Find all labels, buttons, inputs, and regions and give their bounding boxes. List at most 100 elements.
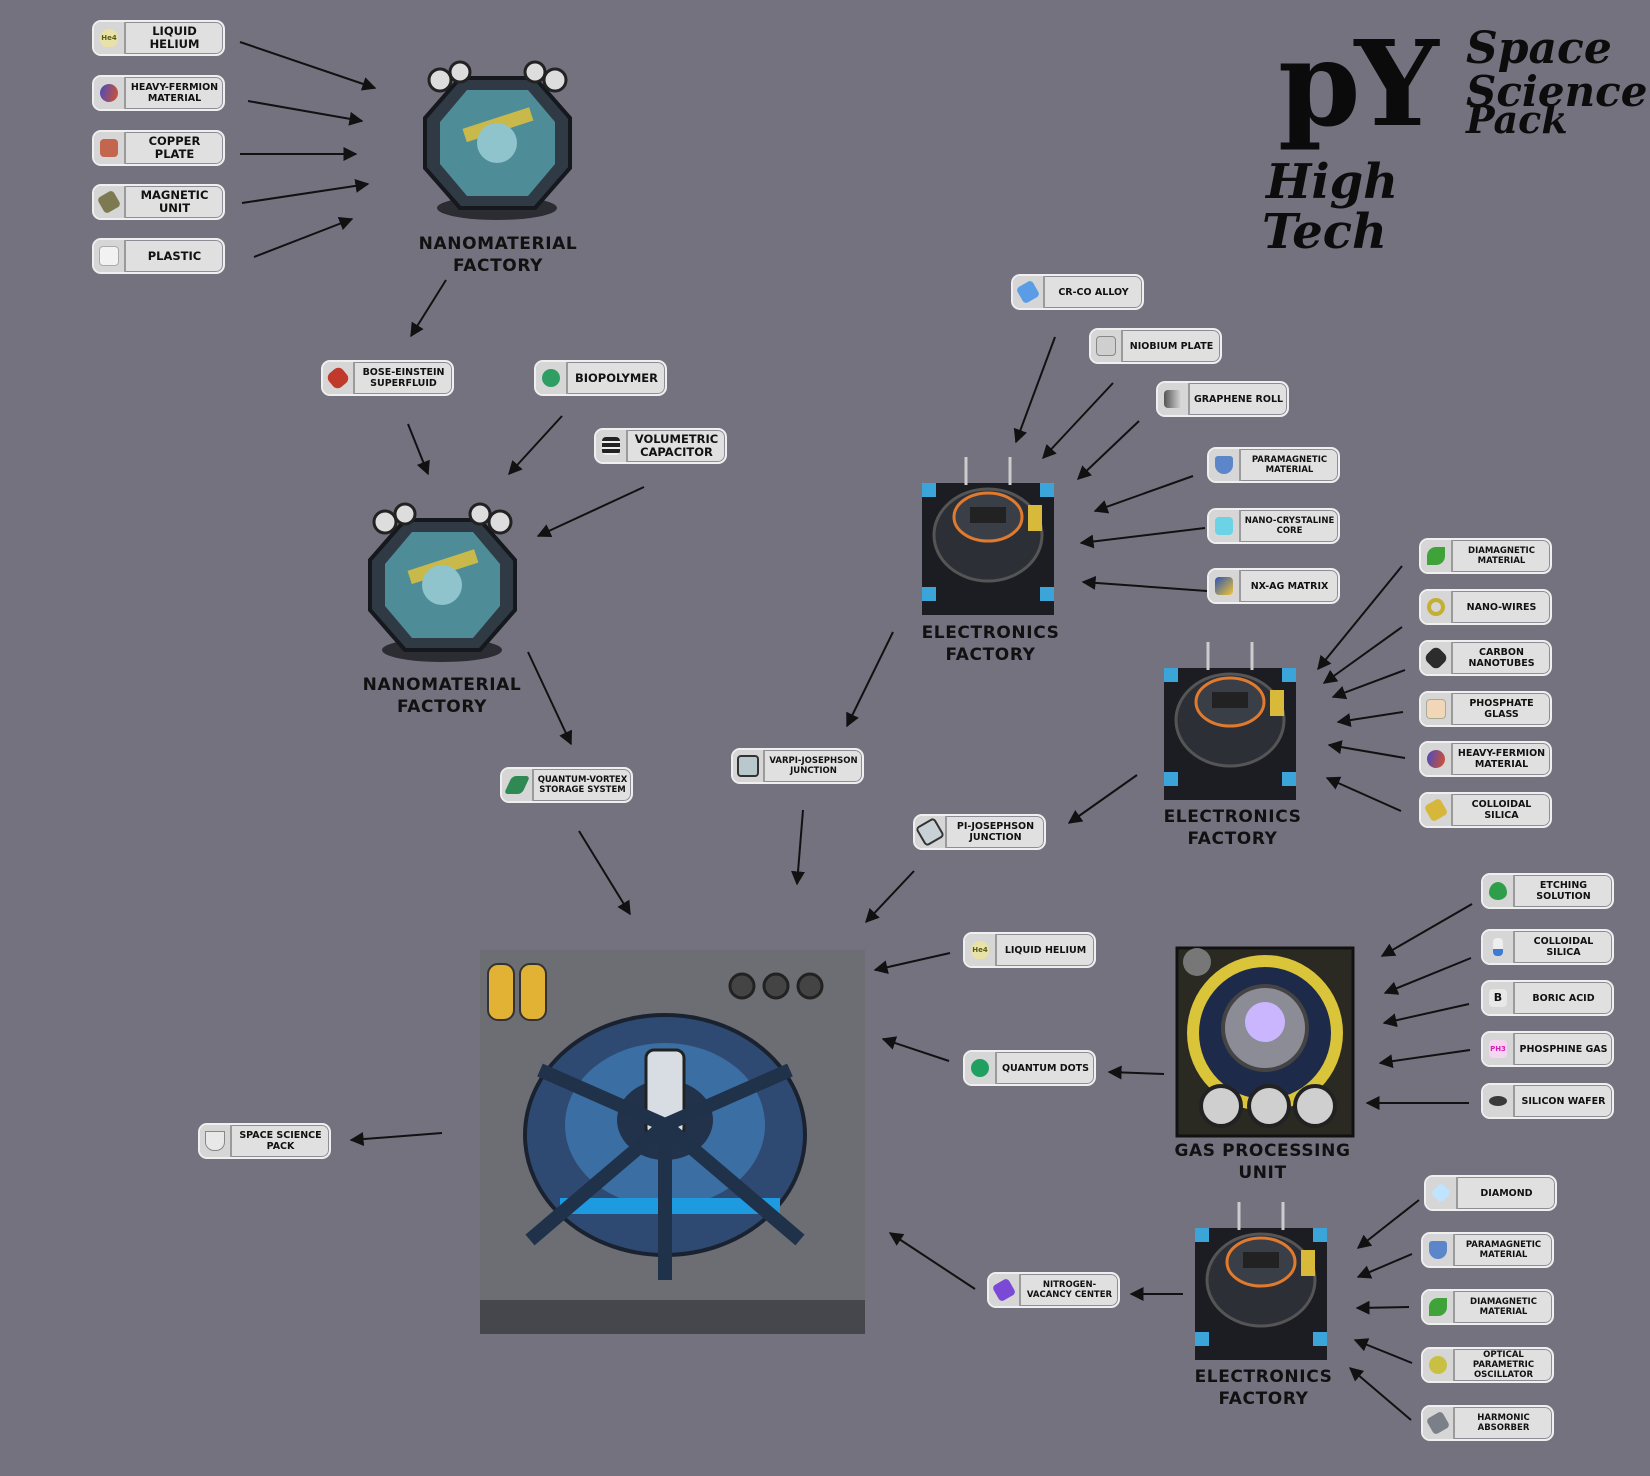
item-label: Silicon Wafer [1521,1095,1606,1107]
arrow [1093,475,1194,514]
item-label: Niobium Plate [1129,340,1214,352]
item-etching-solution: Etching Solution [1481,873,1614,909]
title-pack-2: Science [1466,67,1648,116]
arrow [578,830,631,916]
liquid-helium-icon: He4 [971,941,989,959]
item-label: Bose-Einstein Superfluid [362,367,445,389]
nx-ag-matrix-icon [1215,577,1233,595]
nano-wires-icon [1427,598,1445,616]
niobium-plate-icon [1096,336,1116,356]
item-label: Optical Parametric Oscillator [1472,1350,1535,1380]
quantum-vortex-icon [503,776,531,794]
item-label: Nano-Crystaline Core [1244,516,1335,536]
electronics-factory-3 [1195,1202,1327,1360]
copper-plate-icon [100,139,118,157]
item-paramagnetic-material-2: Paramagnetic Material [1421,1232,1554,1268]
arrow [1331,669,1406,700]
arrow [536,486,645,538]
arrow [1076,420,1140,480]
cr-co-alloy-icon [1015,279,1041,305]
arrow [239,41,377,91]
nanomaterial-factory-2 [368,502,517,662]
item-liquid-helium-1: He4 Liquid Helium [92,20,225,56]
electronics-factory-1 [922,457,1054,615]
item-label: Heavy-Fermion Material [130,82,219,104]
item-biopolymer: Biopolymer [534,360,667,396]
item-label: Liquid Helium [1004,944,1087,956]
arrow [508,415,563,476]
item-label: Colloidal Silica [1533,936,1594,958]
item-label: Colloidal Silica [1471,799,1532,821]
arrow [349,1132,443,1147]
arrow [1356,1253,1413,1279]
pi-josephson-icon [915,816,946,848]
arrow [1042,382,1114,460]
arrow [527,651,573,746]
diamagnetic-icon [1427,547,1445,565]
item-copper-plate: Copper Plate [92,130,225,166]
arrow [1079,527,1206,549]
arrow [1336,711,1404,728]
item-label: Carbon Nanotubes [1468,647,1535,669]
arrow [1355,1300,1410,1315]
item-optical-parametric-oscillator: Optical Parametric Oscillator [1421,1347,1554,1383]
item-nitrogen-vacancy-center: Nitrogen-Vacancy Center [987,1272,1120,1308]
gas-processing-unit [1175,946,1355,1138]
item-label: Space Science Pack [239,1130,322,1152]
item-label: Copper Plate [148,134,201,161]
liquid-helium-icon: He4 [100,29,118,47]
item-label: Paramagnetic Material [1465,1240,1542,1260]
arrow [1378,1049,1471,1069]
item-nano-wires: Nano-Wires [1419,589,1552,625]
item-varpi-josephson-junction: Varpi-Josephson Junction [731,748,864,784]
space-science-pack-icon [205,1131,225,1151]
arrow [1322,626,1403,684]
item-label: Quantum-Vortex Storage System [537,775,628,795]
arrow [865,870,915,924]
item-quantum-dots: Quantum Dots [963,1050,1096,1086]
item-label: Boric Acid [1532,992,1595,1004]
phosphine-gas-icon: PH3 [1489,1040,1507,1058]
title-pack-3: Pack [1466,97,1568,142]
item-heavy-fermion-material-1: Heavy-Fermion Material [92,75,225,111]
item-label: Nitrogen-Vacancy Center [1026,1280,1113,1300]
item-label: Diamond [1480,1187,1533,1199]
item-heavy-fermion-material-2: Heavy-Fermion Material [1419,741,1552,777]
quantum-dots-icon [971,1059,989,1077]
arrow [873,952,951,975]
arrow [1013,336,1056,444]
arrow [1383,957,1472,995]
silicon-wafer-icon [1489,1096,1507,1106]
item-label: Liquid Helium [149,24,200,51]
item-diamagnetic-material-2: Diamagnetic Material [1421,1289,1554,1325]
arrow [1348,1367,1412,1421]
title-pack-1: Space [1466,23,1612,74]
arrow [1353,1338,1413,1364]
varpi-josephson-icon [737,755,759,777]
arrow [247,100,364,126]
arrow [1382,1003,1470,1028]
item-label: Cr-Co Alloy [1058,286,1129,298]
electronics-factory-2 [1164,642,1296,800]
arrow [253,217,354,258]
item-plastic: Plastic [92,238,225,274]
item-diamagnetic-material-1: Diamagnetic Material [1419,538,1552,574]
item-colloidal-silica-1: Colloidal Silica [1419,792,1552,828]
arrow [846,631,894,728]
item-niobium-plate: Niobium Plate [1089,328,1222,364]
item-carbon-nanotubes: Carbon Nanotubes [1419,640,1552,676]
item-label: Etching Solution [1536,880,1591,902]
harmonic-absorber-icon [1425,1410,1451,1436]
diamond-icon [1430,1182,1452,1204]
boric-acid-icon: B [1489,989,1507,1007]
arrow [407,423,430,476]
arrow [1081,575,1208,592]
arrow [241,178,370,204]
item-quantum-vortex-storage-system: Quantum-Vortex Storage System [500,767,633,803]
item-magnetic-unit: Magnetic Unit [92,184,225,220]
optical-parametric-icon [1429,1356,1447,1374]
heavy-fermion-icon [1423,746,1449,772]
item-graphene-roll: Graphene Roll [1156,381,1289,417]
space-science-center-machine [480,950,865,1334]
item-phosphate-glass: Phosphate Glass [1419,691,1552,727]
